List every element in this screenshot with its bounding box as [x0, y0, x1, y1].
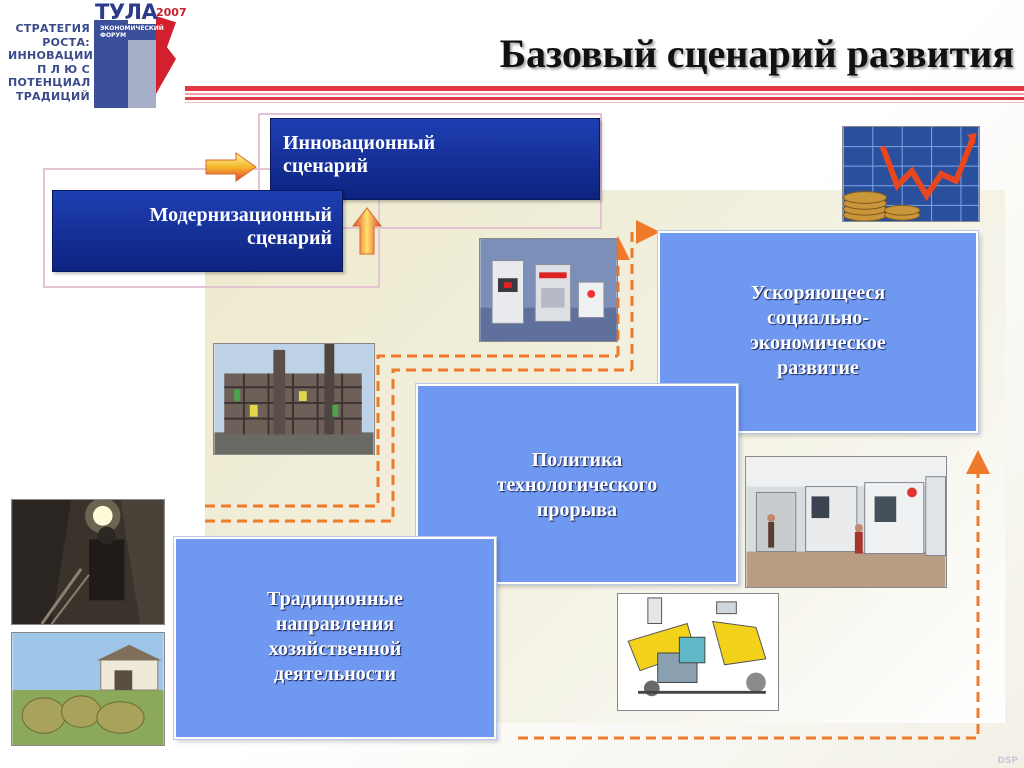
electrical-equipment-photo — [479, 238, 618, 342]
technology-robot-photo — [617, 593, 779, 711]
machine-workshop-photo — [745, 456, 947, 588]
title-underline — [185, 86, 1024, 106]
logo-slogan: СТРАТЕГИЯ РОСТА: ИННОВАЦИИ П Л Ю С ПОТЕН… — [8, 22, 94, 103]
innovation-outline — [258, 113, 602, 229]
corner-mark: DSP — [997, 756, 1018, 766]
page-title: Базовый сценарий развития — [499, 31, 1014, 76]
arrow-right-icon — [205, 152, 257, 182]
innovation-scenario-box: Инновационный сценарий — [270, 118, 600, 200]
industrial-plant-photo — [213, 343, 375, 455]
forum-logo: СТРАТЕГИЯ РОСТА: ИННОВАЦИИ П Л Ю С ПОТЕН… — [8, 0, 190, 112]
mining-photo — [11, 499, 165, 625]
stage-traditional-activities: Традиционные направления хозяйственной д… — [173, 536, 497, 740]
agriculture-photo — [11, 632, 165, 746]
finance-growth-photo — [842, 126, 980, 222]
logo-forum: ЭКОНОМИЧЕСКИЙ ФОРУМ — [98, 24, 164, 40]
logo-year: 2007 — [156, 6, 187, 19]
arrow-up-icon — [352, 207, 382, 255]
logo-name: ТУЛА — [95, 0, 158, 24]
modernization-scenario-box: Модернизационный сценарий — [52, 190, 343, 272]
